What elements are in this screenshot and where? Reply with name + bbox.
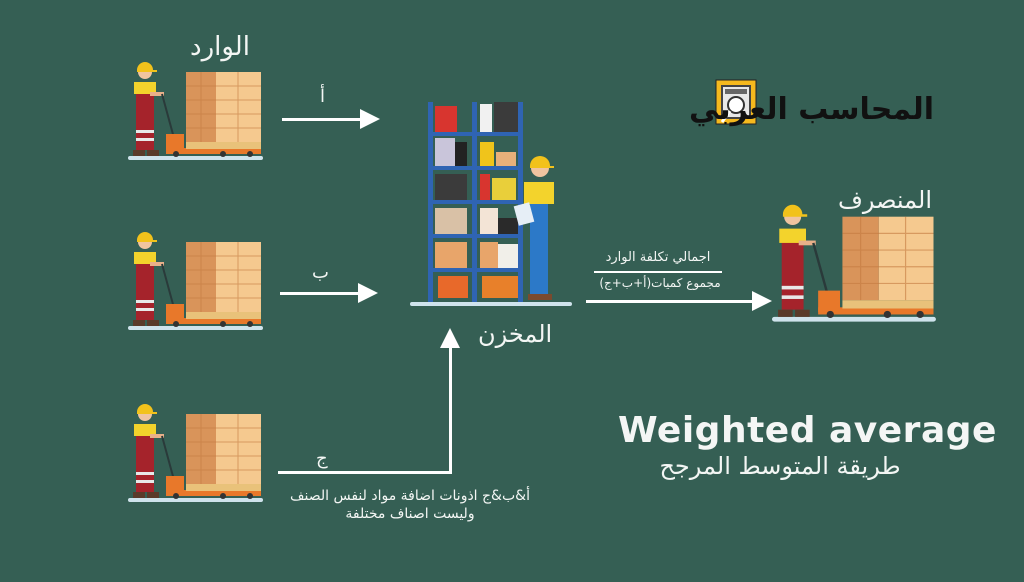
- incoming-worker-b-illustration: [128, 231, 264, 331]
- arrow-b-line: [280, 292, 360, 295]
- note-line-1: أ&ب&ج اذونات اضافة مواد لنفس الصنف: [290, 488, 530, 504]
- formula-fraction-bar: [594, 271, 722, 273]
- incoming-title: الوارد: [190, 32, 250, 62]
- logo: المحاسب العربي: [688, 78, 938, 150]
- outgoing-title: المنصرف: [838, 186, 933, 214]
- outgoing-worker-illustration: [772, 203, 938, 323]
- arrow-c-label: ج: [316, 448, 328, 469]
- title-arabic: طريقة المتوسط المرجح: [659, 452, 901, 480]
- arrow-a-label: أ: [320, 86, 326, 107]
- warehouse-illustration: [410, 102, 572, 306]
- title-english: Weighted average: [618, 410, 997, 451]
- arrow-c-line-horizontal: [278, 471, 452, 474]
- arrow-b-head-icon: [358, 283, 378, 303]
- note-line-2: وليست اصناف مختلفة: [345, 506, 475, 522]
- formula-denominator: مجموع كميات(أ+ب+ج): [599, 276, 721, 290]
- arrow-c-line-vertical: [449, 345, 452, 474]
- arrow-b-label: ب: [312, 262, 329, 283]
- warehouse-label: المخزن: [478, 320, 553, 348]
- arrow-c-head-icon: [440, 328, 460, 348]
- outgoing-arrow-head-icon: [752, 291, 772, 311]
- calculator-magnifier-icon: [715, 79, 757, 125]
- logo-text: المحاسب العربي: [688, 92, 934, 127]
- incoming-worker-a-illustration: [128, 61, 264, 161]
- formula-numerator: اجمالي تكلفة الوارد: [605, 250, 711, 265]
- arrow-a-line: [282, 118, 362, 121]
- outgoing-arrow-line: [586, 300, 754, 303]
- incoming-worker-c-illustration: [128, 403, 264, 503]
- arrow-a-head-icon: [360, 109, 380, 129]
